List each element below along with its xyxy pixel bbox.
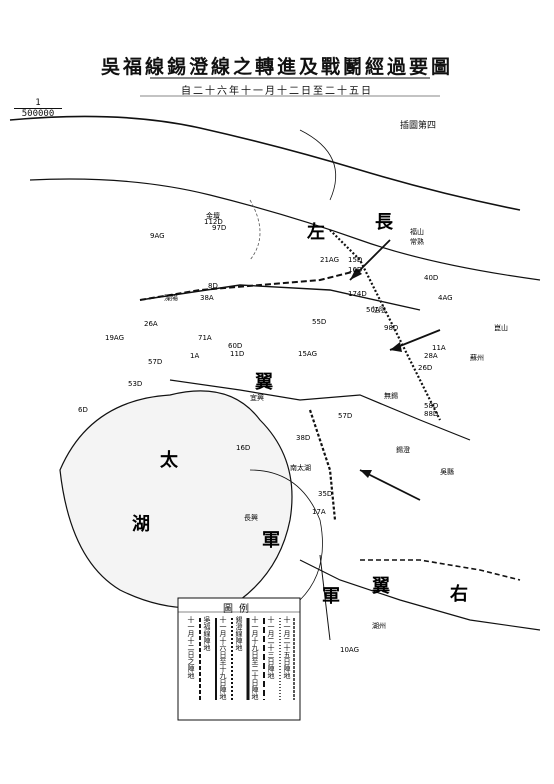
legend-item: 錫澄線陣地: [235, 616, 243, 651]
region-south-lake: 南太湖: [290, 463, 311, 472]
yangtze-north-bank: [9, 115, 521, 211]
region-right-wing-2: 右: [450, 583, 468, 605]
unit-label: 15D: [348, 256, 362, 264]
place-label: 無錫: [384, 391, 398, 400]
unit-label: 112D: [204, 218, 223, 226]
scale-numerator: 1: [35, 98, 41, 108]
scale-denominator: 500000: [14, 108, 62, 119]
arrow-head-2: [390, 342, 402, 352]
region-right-wing-1: 翼: [371, 576, 390, 597]
unit-label: 174D: [348, 290, 367, 298]
railway-line: [169, 379, 471, 441]
place-label: 福山: [410, 227, 424, 236]
unit-label: 1A: [190, 352, 199, 360]
unit-label: 28A: [424, 352, 438, 360]
region-taihu-1: 太: [160, 449, 179, 471]
unit-label: 16D: [236, 444, 250, 452]
region-army-2: 軍: [322, 586, 340, 607]
region-left-wing-2: 翼: [254, 372, 273, 393]
unit-label: 15AG: [298, 350, 317, 358]
legend-item: 十一月十二日之陣地: [187, 616, 195, 679]
place-label: 蘇州: [470, 353, 484, 362]
unit-label: 21AG: [320, 256, 339, 264]
south-lake-shore: [249, 469, 323, 601]
legend-item: 十一月十九日至二十日陣地: [251, 616, 259, 700]
place-label: 金壇: [206, 211, 220, 220]
legend-item: 吳福線陣地: [203, 616, 211, 651]
region-army-1: 軍: [262, 530, 280, 551]
legend-item: 十一月二十三日陣地: [267, 616, 275, 679]
unit-label: 8D: [208, 282, 218, 290]
region-taihu-2: 湖: [132, 514, 150, 535]
page-title: 吳福線錫澄線之轉進及戰鬭經過要圖: [100, 56, 453, 78]
scale-fraction: 1 500000: [14, 98, 62, 119]
plate-label: 插圖第四: [399, 121, 436, 131]
place-label: 湖州: [372, 621, 386, 630]
unit-label: 10AG: [340, 646, 359, 654]
legend-item: 十一月二十五日陣地: [283, 616, 291, 679]
place-label: 吳縣: [440, 467, 454, 476]
unit-label: 40D: [424, 274, 438, 282]
unit-label: 26A: [144, 320, 158, 328]
unit-label: 11D: [230, 350, 244, 358]
place-label: 常熟: [410, 237, 424, 246]
front-line-4: [360, 559, 521, 581]
taihu-lake: [59, 390, 293, 609]
unit-label: 35D: [318, 490, 332, 498]
legend: 圖例 十一月十二日之陣地 吳福線陣地 十一月十六日至十九日陣地 錫澄線陣地 十一…: [180, 600, 298, 718]
region-left-wing-1: 左: [307, 221, 325, 243]
unit-label: 11A: [432, 344, 446, 352]
unit-label: 55D: [312, 318, 326, 326]
unit-label: 9AG: [150, 232, 165, 240]
unit-label: 98D: [384, 324, 398, 332]
place-label: 宜興: [250, 393, 264, 402]
place-label: 江陰: [372, 305, 386, 314]
place-label: 長興: [244, 513, 258, 522]
unit-label: 38A: [200, 294, 214, 302]
region-yangtze: 長: [375, 212, 394, 233]
unit-label: 71A: [198, 334, 212, 342]
page-subtitle: 自二十六年十一月十二日至二十五日: [181, 86, 373, 97]
arrow-shaft-3: [359, 469, 421, 501]
place-label: 崑山: [494, 323, 508, 332]
legend-item: 十一月十六日至十九日陣地: [219, 616, 227, 700]
river-branch: [299, 129, 337, 201]
unit-label: 4AG: [438, 294, 453, 302]
front-line-1: [139, 269, 361, 301]
unit-label: 58D: [424, 402, 438, 410]
unit-label: 57D: [148, 358, 162, 366]
place-label: 溧陽: [164, 293, 178, 302]
unit-label: 17A: [312, 508, 326, 516]
unit-label: 6D: [78, 406, 88, 414]
unit-label: 19AG: [105, 334, 124, 342]
southern-road: [299, 559, 541, 631]
unit-label: 38D: [296, 434, 310, 442]
unit-label: 60D: [228, 342, 242, 350]
river-spur: [249, 199, 261, 261]
yangtze-south-bank: [29, 178, 541, 281]
legend-title: 圖例: [223, 604, 255, 615]
front-line-3: [308, 409, 337, 521]
place-label: 錫澄: [396, 445, 410, 454]
south-canal: [319, 554, 331, 641]
unit-label: 53D: [128, 380, 142, 388]
unit-label: 88D: [424, 410, 438, 418]
unit-label: 57D: [338, 412, 352, 420]
unit-label: 26D: [418, 364, 432, 372]
front-line-2: [329, 229, 441, 421]
unit-label: 97D: [212, 224, 226, 232]
unit-label: 50A: [366, 306, 380, 314]
arrow-head-1: [350, 268, 362, 280]
unit-label: 16D: [348, 266, 362, 274]
arrow-head-3: [360, 470, 372, 478]
